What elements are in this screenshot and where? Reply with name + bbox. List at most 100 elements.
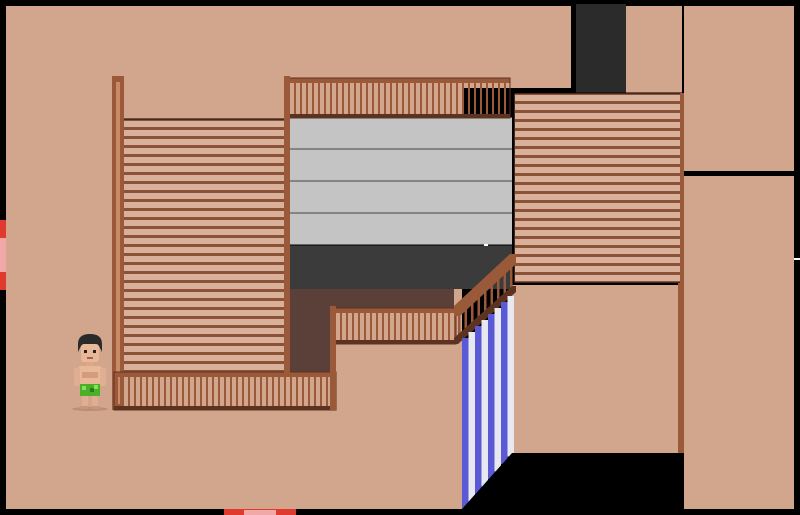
rail-baluster [164, 377, 166, 406]
rail-baluster [474, 83, 476, 114]
rail-baluster [462, 83, 464, 114]
stair-step [475, 326, 482, 494]
stairs-left[interactable] [119, 118, 289, 374]
rail-baluster [354, 83, 356, 114]
stair-step [515, 140, 681, 146]
stair-step [121, 229, 287, 235]
rail-baluster [314, 377, 316, 406]
stair-step [515, 104, 681, 110]
stair-step [121, 301, 287, 307]
rail-baluster [170, 377, 172, 406]
rail-baluster [300, 83, 302, 114]
stair-step [121, 247, 287, 253]
rail-baluster [442, 313, 444, 340]
stair-step [515, 230, 681, 236]
stair-step [481, 320, 488, 487]
rail-baluster [360, 83, 362, 114]
rail-baluster [200, 377, 202, 406]
rail-baluster [326, 377, 328, 406]
wall-shadow [288, 244, 512, 289]
player-arm-right [100, 368, 106, 386]
rail-baluster [320, 377, 322, 406]
stairs-diagonal[interactable] [462, 290, 514, 510]
stair-step [515, 266, 681, 272]
player-character[interactable] [72, 334, 108, 411]
rail-baluster [448, 313, 450, 340]
stair-step [121, 274, 287, 280]
rail-baluster [272, 377, 274, 406]
rail-baluster [378, 83, 380, 114]
rail-baluster [324, 83, 326, 114]
rail-baluster [388, 313, 390, 340]
stair-step [515, 95, 681, 101]
rail-baluster [484, 288, 487, 318]
rail-baluster [426, 83, 428, 114]
rail-baluster [336, 83, 338, 114]
stair-step [121, 364, 287, 370]
rail-baluster [146, 377, 148, 406]
rail-baluster [230, 377, 232, 406]
rail-baluster [486, 83, 488, 114]
rail-baluster [278, 377, 280, 406]
stair-step [507, 296, 514, 457]
rail-baluster [454, 313, 456, 340]
rail-post [284, 76, 290, 376]
stair-step [515, 185, 681, 191]
rail-baluster [408, 83, 410, 114]
rail-baluster [456, 83, 458, 114]
rail-diagonal-base [454, 286, 516, 344]
rail-baluster [492, 83, 494, 114]
stair-step [121, 175, 287, 181]
rail-baluster [188, 377, 190, 406]
stair-step [121, 139, 287, 145]
rail-post [678, 283, 684, 453]
rail-baluster [450, 83, 452, 114]
rail-baluster [418, 313, 420, 340]
stair-step [121, 337, 287, 343]
exit-door-bottom[interactable] [224, 509, 296, 515]
rail-baluster [384, 83, 386, 114]
player-hair [78, 334, 102, 352]
rail-baluster [402, 83, 404, 114]
rail-baluster [394, 313, 396, 340]
stairs-right[interactable] [513, 92, 683, 284]
stair-step [121, 256, 287, 262]
rail-baluster [294, 83, 296, 114]
rail-baluster [140, 377, 142, 406]
stair-step [121, 283, 287, 289]
rail-baluster [490, 282, 493, 312]
rail-baluster [436, 313, 438, 340]
player-shadow [72, 407, 108, 411]
stair-step [121, 238, 287, 244]
stair-step [515, 131, 681, 137]
rail-baluster [318, 83, 320, 114]
rail-baluster [412, 313, 414, 340]
rail-baluster [424, 313, 426, 340]
rail-baluster [340, 313, 342, 340]
rail-baluster [194, 377, 196, 406]
stair-step [515, 239, 681, 245]
rail-baluster [376, 313, 378, 340]
railing-bottom [113, 371, 337, 411]
rail-baluster [414, 83, 416, 114]
rail-baluster [364, 313, 366, 340]
rail-baluster [236, 377, 238, 406]
rail-baluster [420, 83, 422, 114]
stair-step [121, 265, 287, 271]
stair-step [515, 158, 681, 164]
rail-baluster [430, 313, 432, 340]
stairwell-shadow [334, 289, 454, 309]
stair-step [515, 221, 681, 227]
rail-baluster [308, 377, 310, 406]
rail-baluster [458, 312, 461, 342]
stair-step [121, 319, 287, 325]
rail-baluster [224, 377, 226, 406]
stair-step [494, 308, 501, 472]
rail-baluster [248, 377, 250, 406]
stair-step [515, 257, 681, 263]
rail-baluster [468, 83, 470, 114]
stair-step [121, 148, 287, 154]
rail-baluster [306, 83, 308, 114]
stair-step [515, 149, 681, 155]
exit-door-left[interactable] [0, 220, 6, 290]
